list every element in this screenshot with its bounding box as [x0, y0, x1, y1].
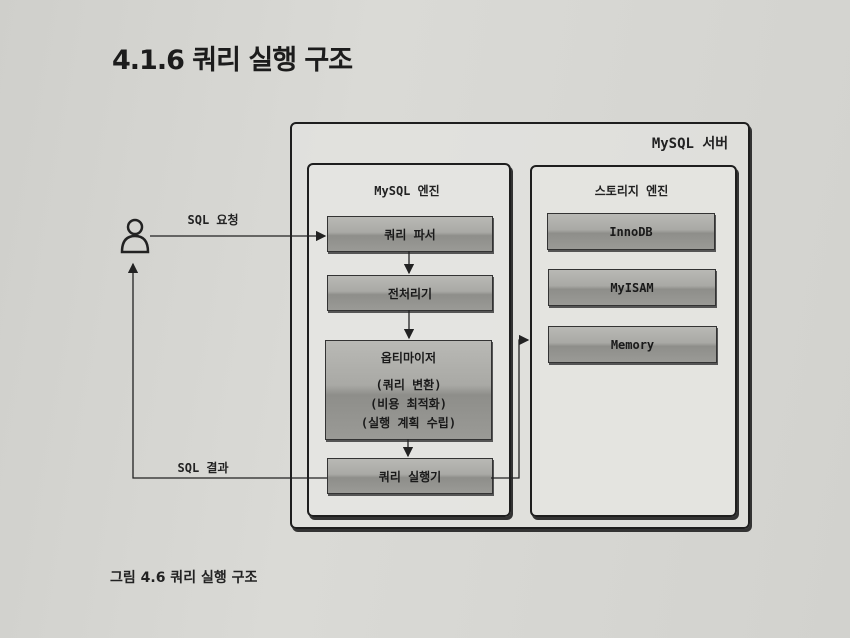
server-label: MySQL 서버 — [651, 136, 729, 152]
optimizer-title: 옵티마이저 — [380, 351, 437, 365]
storage-innodb: InnoDB — [547, 213, 715, 250]
query-parser: 쿼리 파서 — [327, 216, 493, 252]
result-arrow — [127, 262, 327, 479]
storage-memory: Memory — [548, 326, 717, 363]
storage-arrow — [491, 334, 530, 479]
query-executor: 쿼리 실행기 — [327, 458, 493, 494]
section-title: 4.1.6 쿼리 실행 구조 — [112, 45, 353, 76]
storage-myisam: MyISAM — [548, 269, 716, 306]
sql-request-label: SQL 요청 — [187, 213, 239, 227]
storage-label: 스토리지 엔진 — [594, 184, 669, 198]
optimizer-step: (쿼리 변환) — [375, 378, 442, 392]
figure-caption: 그림 4.6 쿼리 실행 구조 — [110, 570, 258, 586]
optimizer: 옵티마이저 (쿼리 변환) (비용 최적화) (실행 계획 수립) — [325, 340, 492, 440]
sql-result-label: SQL 결과 — [177, 461, 229, 475]
engine-label: MySQL 엔진 — [374, 184, 440, 198]
preprocessor: 전처리기 — [327, 275, 493, 311]
user-icon — [120, 218, 150, 254]
optimizer-step: (실행 계획 수립) — [360, 416, 457, 430]
optimizer-step: (비용 최적화) — [370, 397, 447, 411]
